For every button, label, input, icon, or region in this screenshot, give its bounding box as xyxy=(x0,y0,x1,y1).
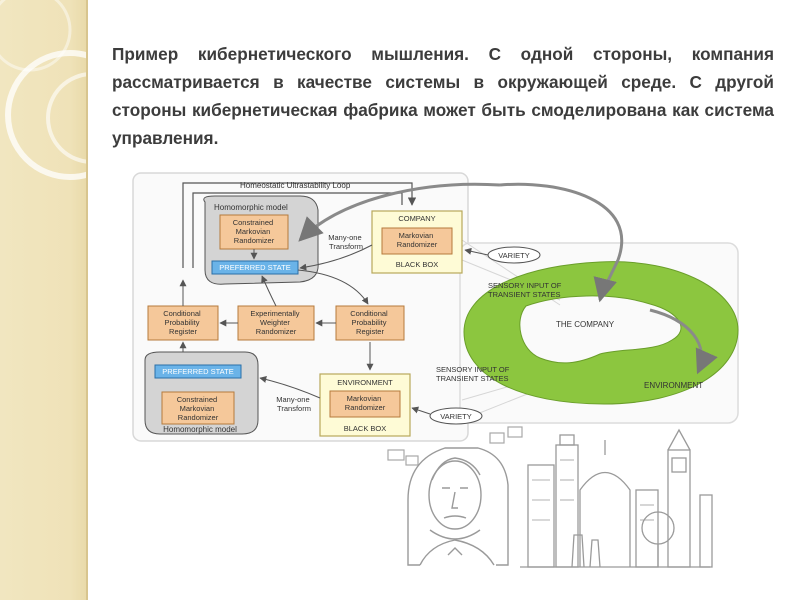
homeostatic-loop-line xyxy=(182,182,417,268)
experimentally-weighter-randomizer xyxy=(237,305,315,341)
svg-text:PREFERRED STATE: PREFERRED STATE xyxy=(219,263,290,272)
svg-text:Experimentally Weighter: Experimentally Weighter Randomizer xyxy=(250,309,301,336)
city-skyline-sketch-icon xyxy=(520,428,713,568)
homomorphic-title-top: Homomorphic model xyxy=(214,203,288,212)
svg-text:PREFERRED STATE: PREFERRED STATE xyxy=(162,367,233,376)
svg-text:BLACK BOX: BLACK BOX xyxy=(396,260,439,269)
constrained-randomizer-bottom xyxy=(161,391,235,425)
svg-text:Constrained Markovian: Constrained Markovian Randomizer xyxy=(233,218,276,245)
svg-text:Markovian Randomizer: Markovian Randomizer xyxy=(345,394,386,412)
conditional-probability-left xyxy=(147,305,219,341)
sketch-blocks xyxy=(387,426,523,466)
svg-text:Conditional Probability: Conditional Probability Register xyxy=(163,309,203,336)
preferred-state-top xyxy=(211,260,299,275)
slide-sidebar-decoration xyxy=(0,0,88,600)
many-one-transform-bottom: Many-one Transform xyxy=(276,395,311,413)
slide-body-text: Пример кибернетического мышления. С одно… xyxy=(112,44,774,148)
curved-arrow-to-model xyxy=(298,182,501,242)
environment-randomizer xyxy=(329,390,401,418)
loop-label: Homeostatic Ultrastability Loop xyxy=(240,181,351,190)
preferred-state-bottom xyxy=(154,364,242,379)
svg-text:Constrained Markovian: Constrained Markovian Randomizer xyxy=(177,395,220,422)
sensory-input-bottom: SENSORY INPUT OF TRANSIENT STATES xyxy=(436,365,511,383)
decorative-circles xyxy=(0,0,88,180)
variety-bottom xyxy=(429,407,483,425)
svg-text:VARIETY: VARIETY xyxy=(440,412,472,421)
svg-text:VARIETY: VARIETY xyxy=(498,251,530,260)
person-portrait-sketch-icon xyxy=(407,447,509,566)
svg-text:COMPANY: COMPANY xyxy=(398,214,435,223)
conditional-probability-right xyxy=(335,305,405,341)
the-company-label: THE COMPANY xyxy=(556,320,615,329)
curved-arrow-to-environment xyxy=(649,308,718,375)
constrained-randomizer-top xyxy=(219,214,289,250)
environment-label: ENVIRONMENT xyxy=(644,381,703,390)
svg-text:Conditional Probability: Conditional Probability Register xyxy=(350,309,390,336)
svg-text:ENVIRONMENT: ENVIRONMENT xyxy=(337,378,393,387)
many-one-transform-top: Many-one Transform xyxy=(328,233,363,251)
svg-text:Markovian Randomizer: Markovian Randomizer xyxy=(397,231,438,249)
company-randomizer xyxy=(381,227,453,255)
sensory-input-top: SENSORY INPUT OF TRANSIENT STATES xyxy=(488,281,563,299)
curved-arrow-to-company xyxy=(499,182,624,303)
svg-text:BLACK BOX: BLACK BOX xyxy=(344,424,387,433)
homomorphic-title-bottom: Homomorphic model xyxy=(163,425,237,434)
